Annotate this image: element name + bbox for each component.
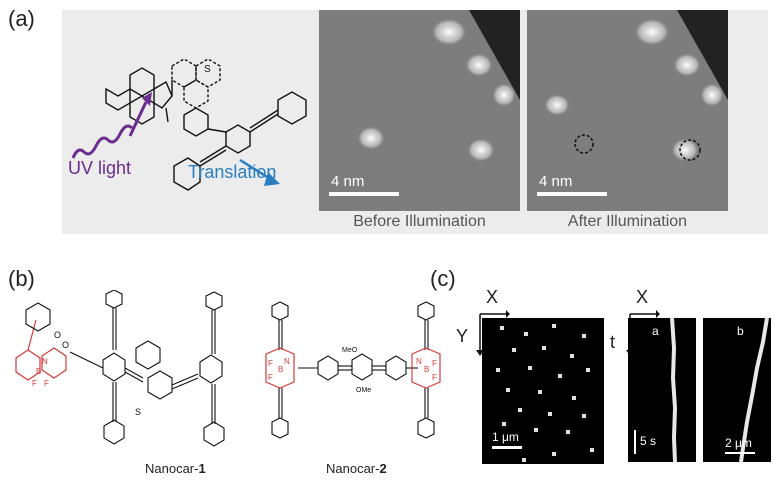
kymograph-a-label: a <box>652 324 659 338</box>
t-axis-label: t <box>610 332 616 352</box>
atom-label: B <box>278 365 283 374</box>
nanocar-2-label: Nanocar-2 <box>326 461 387 476</box>
scale-label: 4 nm <box>331 173 365 190</box>
fluorescence-spot <box>566 430 570 434</box>
panel-b-label: (b) <box>8 266 35 291</box>
atom-label: B <box>36 367 41 376</box>
scale-label: 4 nm <box>539 173 573 190</box>
fluorescence-spot <box>590 448 594 452</box>
fluorescence-spot <box>522 458 526 462</box>
fluorescence-spot <box>570 354 574 358</box>
atom-label: O <box>54 330 61 340</box>
atom-label: O <box>62 340 69 350</box>
translation-arrow <box>239 158 273 182</box>
nanocar-1-structure: S O O B N F F <box>15 290 225 447</box>
atom-label: N <box>416 357 422 366</box>
stm-image-after: 4 nm <box>527 10 728 211</box>
scale-label: 2 μm <box>725 436 752 450</box>
nanocar-2-structure: MeO OMe B N F F B N F F <box>265 301 441 439</box>
scale-label: 1 μm <box>492 430 519 444</box>
fluorescence-spot <box>506 388 510 392</box>
fluorescence-image: 1 μm <box>482 318 604 464</box>
fluorescence-spot <box>500 326 504 330</box>
fluorescence-spot <box>512 348 516 352</box>
fluorescence-spot <box>582 414 586 418</box>
panel-a-label: (a) <box>8 6 35 31</box>
uv-light-label: UV light <box>68 158 132 178</box>
fluorescence-spot <box>548 412 552 416</box>
caption-before: Before Illumination <box>353 213 486 230</box>
sulfur-atom: S <box>204 64 211 75</box>
atom-label: F <box>44 379 49 388</box>
fluorescence-spot <box>572 396 576 400</box>
molecular-motor-structure: S <box>105 58 307 191</box>
caption-after: After Illumination <box>567 213 688 230</box>
kymograph-b-label: b <box>737 324 744 338</box>
kymograph-a: a 5 s <box>628 318 696 462</box>
atom-label: F <box>268 373 273 382</box>
panel-c-label: (c) <box>430 266 456 291</box>
fluorescence-spot <box>542 346 546 350</box>
fluorescence-spot <box>552 324 556 328</box>
translation-label: Translation <box>188 162 277 182</box>
time-scalebar <box>634 430 636 454</box>
fluorescence-spot <box>496 368 500 372</box>
x-axis-label: X <box>636 287 649 307</box>
atom-label: F <box>432 373 437 382</box>
time-scale-label: 5 s <box>640 434 657 448</box>
x-axis-label: X <box>486 287 499 307</box>
atom-label: MeO <box>342 347 358 354</box>
nanocar-1-label: Nanocar-1 <box>145 461 206 476</box>
atom-label: B <box>424 365 429 374</box>
y-axis-label: Y <box>456 326 469 346</box>
fluorescence-spot <box>552 452 556 456</box>
fluorescence-spot <box>524 332 528 336</box>
fluorescence-spot <box>518 408 522 412</box>
fluorescence-spot <box>534 428 538 432</box>
fluorescence-spot <box>528 366 532 370</box>
uv-wave-icon <box>71 124 134 159</box>
uv-arrow <box>128 101 148 137</box>
stm-image-before: 4 nm <box>319 10 520 211</box>
atom-label: F <box>268 359 273 368</box>
fluorescence-spot <box>586 368 590 372</box>
atom-label: F <box>32 379 37 388</box>
fluorescence-spot <box>538 390 542 394</box>
fluorescence-spot <box>502 422 506 426</box>
atom-label: OMe <box>356 387 371 394</box>
atom-label: N <box>42 357 48 366</box>
atom-label: S <box>135 407 141 417</box>
kymograph-b: b 2 μm <box>703 318 771 462</box>
atom-label: N <box>284 357 290 366</box>
fluorescence-spot <box>582 334 586 338</box>
atom-label: F <box>432 359 437 368</box>
fluorescence-spot <box>558 374 562 378</box>
